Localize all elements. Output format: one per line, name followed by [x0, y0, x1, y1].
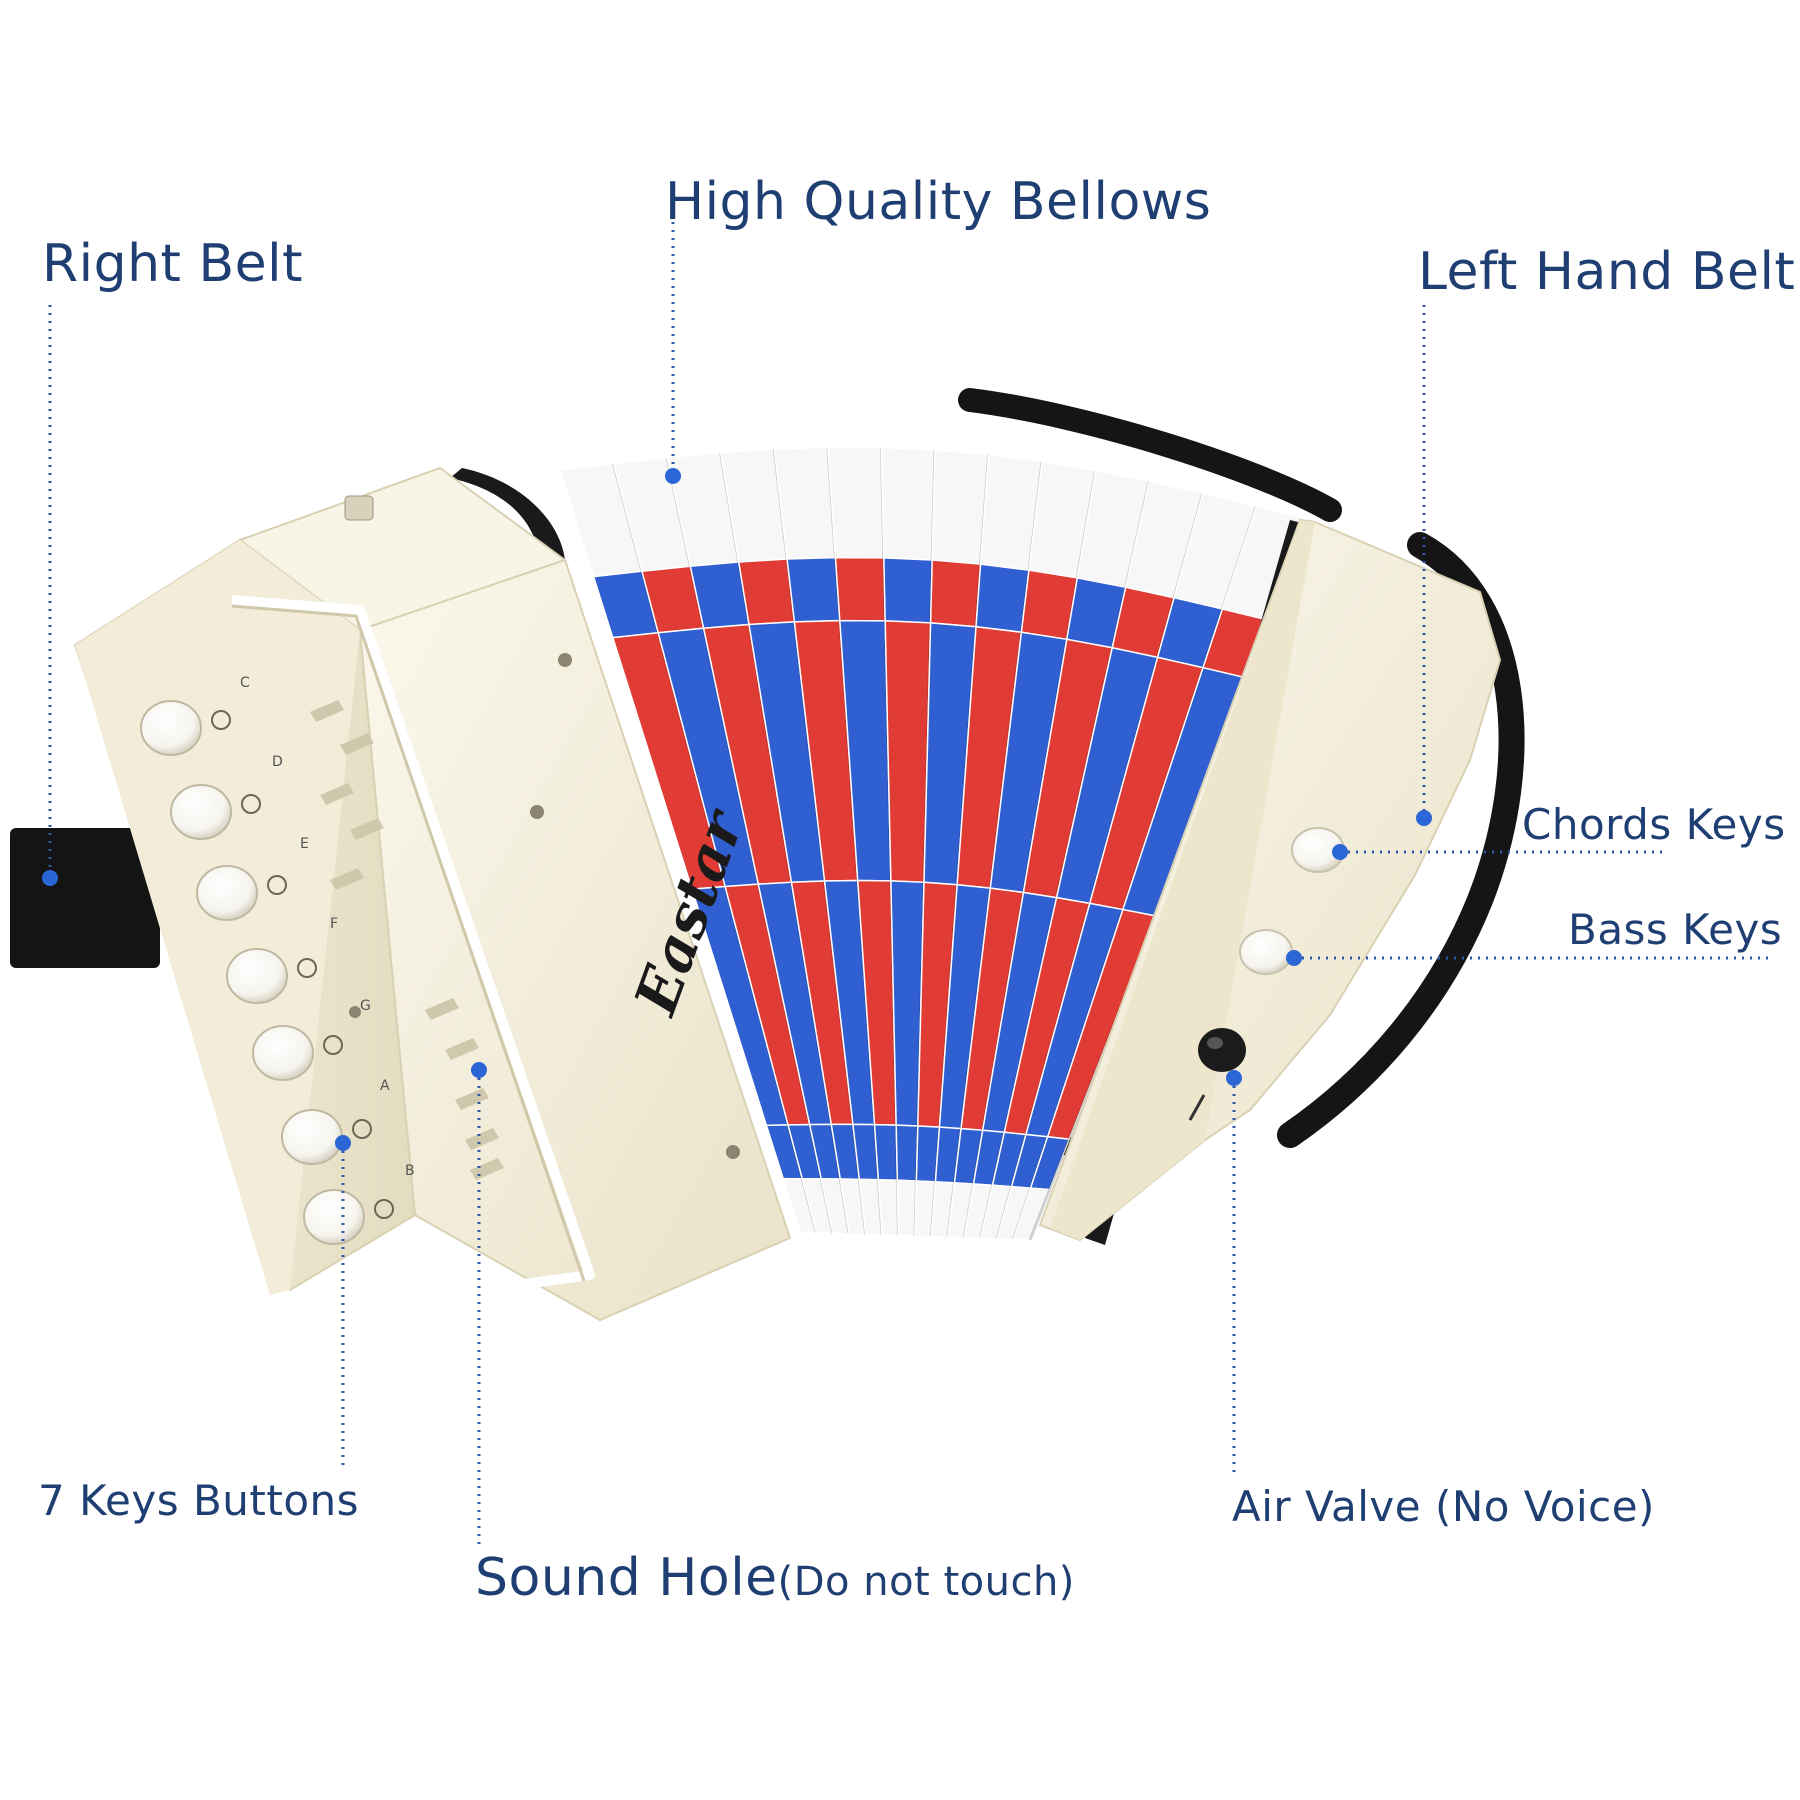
dot-left-hand-belt — [1416, 810, 1432, 826]
dot-right-belt — [42, 870, 58, 886]
bellows-fold-band — [1012, 1187, 1051, 1241]
air-valve-button[interactable] — [1198, 1028, 1246, 1072]
label-right-belt: Right Belt — [42, 234, 303, 294]
label-bass-keys: Bass Keys — [1568, 905, 1783, 954]
bellows-fold-band — [931, 449, 990, 565]
grille-slit — [330, 868, 364, 890]
wire-handle — [231, 595, 595, 1295]
grille-slit — [425, 998, 459, 1020]
screw-3 — [726, 1145, 740, 1159]
air-valve-mark — [1188, 1094, 1206, 1121]
key-marking — [297, 958, 317, 978]
bellows-fold-band — [873, 1123, 899, 1182]
top-strap — [958, 388, 1342, 522]
bellows-fold-band — [877, 1178, 900, 1237]
treble-key-button[interactable] — [303, 1189, 365, 1245]
grille-slit — [320, 783, 354, 805]
bellows-fold-band — [827, 446, 885, 559]
note-letter: G — [360, 998, 371, 1014]
screw-4 — [349, 1006, 361, 1018]
label-bellows: High Quality Bellows — [665, 172, 1212, 232]
grille-slit — [465, 1128, 499, 1150]
bellows-fold-band — [737, 558, 796, 626]
key-marking — [352, 1119, 372, 1139]
key-marking — [267, 875, 287, 895]
label-sound-hole-note: (Do not touch) — [777, 1559, 1075, 1605]
dot-air-valve — [1226, 1070, 1242, 1086]
dot-keys-buttons — [335, 1135, 351, 1151]
treble-key-button[interactable] — [196, 865, 258, 921]
label-sound-hole-main: Sound Hole — [475, 1548, 778, 1608]
label-sound-hole: Sound Hole(Do not touch) — [475, 1548, 1075, 1608]
note-letter: C — [240, 675, 250, 691]
wire-handle-shadow — [231, 604, 586, 1282]
treble-key-button[interactable] — [281, 1109, 343, 1165]
right-belt-strap — [10, 828, 160, 968]
note-letter: E — [300, 836, 309, 852]
left-side-body-face — [1050, 520, 1315, 1240]
grille-slit — [340, 733, 374, 755]
key-marking — [211, 710, 231, 730]
bass-key[interactable] — [1239, 929, 1293, 975]
label-chords-keys: Chords Keys — [1522, 800, 1786, 849]
grille-slit — [445, 1038, 479, 1060]
bellows-fold-band — [883, 557, 933, 624]
note-letter: A — [380, 1078, 390, 1094]
bellows-fold-band — [929, 559, 982, 628]
leader-lines — [48, 222, 1768, 1545]
note-letter: D — [272, 754, 283, 770]
bellows-fold-band — [896, 1179, 918, 1237]
label-keys-buttons: 7 Keys Buttons — [38, 1476, 360, 1525]
treble-key-button[interactable] — [140, 700, 202, 756]
bellows-fold-band — [895, 1124, 919, 1182]
bellows-fold-band — [880, 446, 936, 561]
treble-key-button[interactable] — [170, 784, 232, 840]
treble-key-button[interactable] — [252, 1025, 314, 1081]
screw-1 — [558, 653, 572, 667]
grille-slit — [310, 700, 344, 722]
air-valve-highlight — [1207, 1037, 1223, 1049]
leader-dots — [42, 468, 1432, 1151]
bellows-fold-band — [834, 556, 886, 622]
bellows — [559, 446, 1312, 1241]
dot-bass-keys — [1286, 950, 1302, 966]
bellows-fold-band — [975, 563, 1030, 634]
dot-bellows — [665, 468, 681, 484]
label-left-hand-belt: Left Hand Belt — [1418, 242, 1796, 302]
dot-sound-hole — [471, 1062, 487, 1078]
note-letter: F — [330, 916, 338, 932]
note-letter: B — [405, 1163, 415, 1179]
label-air-valve: Air Valve (No Voice) — [1232, 1482, 1655, 1531]
bellows-fold-band — [786, 556, 841, 623]
key-marking — [323, 1035, 343, 1055]
treble-key-button[interactable] — [226, 948, 288, 1004]
right-side-body-inner — [358, 558, 792, 1322]
screw-2 — [530, 805, 544, 819]
grille-slit — [350, 818, 384, 840]
top-screw — [344, 495, 374, 521]
key-marking — [374, 1199, 394, 1219]
key-marking — [241, 794, 261, 814]
dot-chords-keys — [1332, 844, 1348, 860]
treble-keys: C D E F G A B — [140, 675, 415, 1245]
grille-slit — [455, 1088, 489, 1110]
